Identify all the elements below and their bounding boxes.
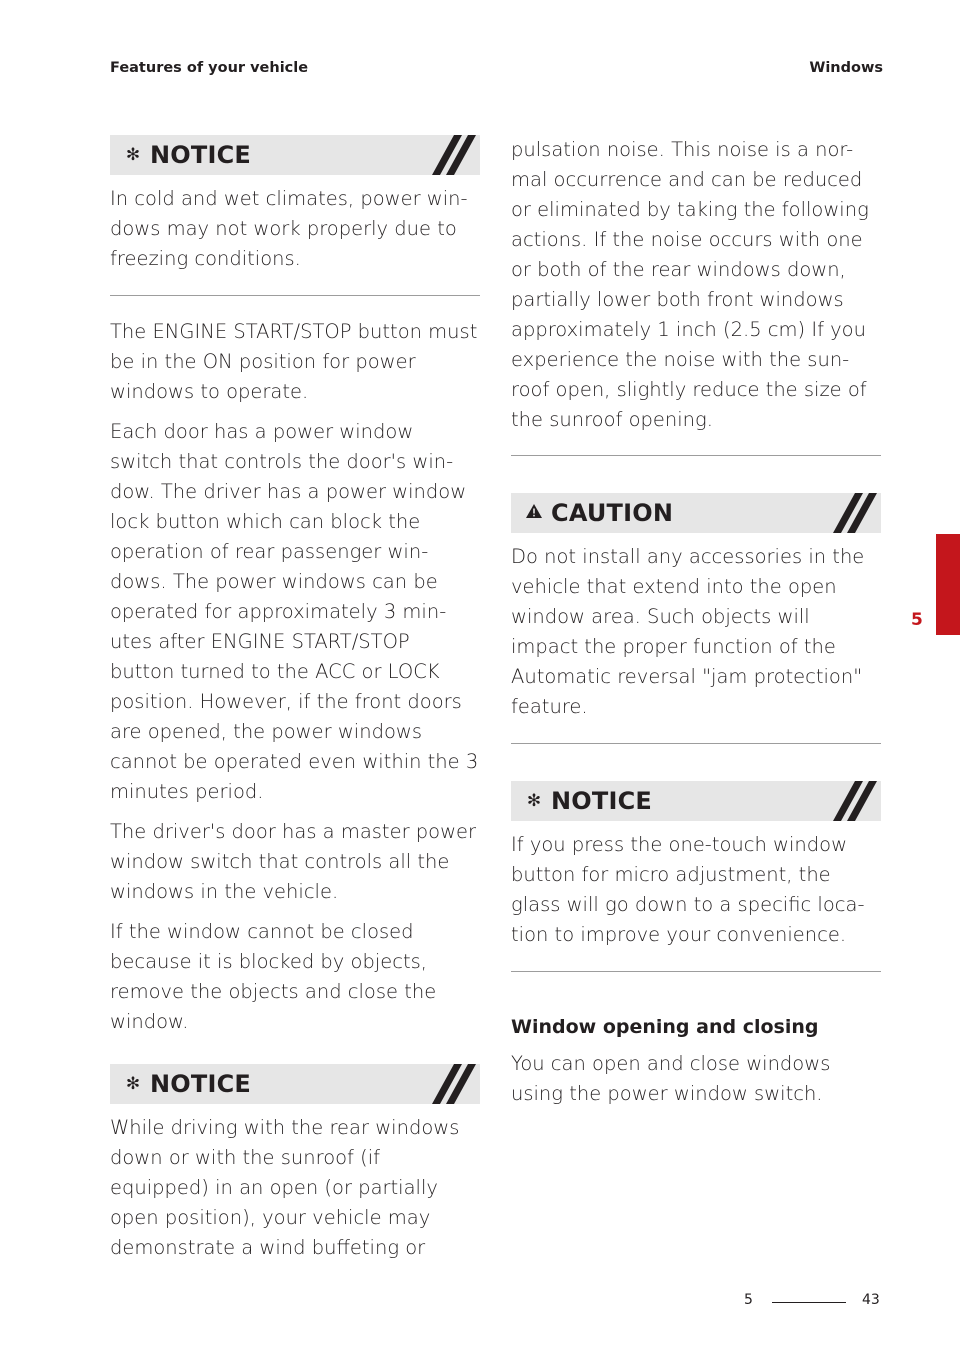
- paragraph: The ENGINE START/STOP button must be in …: [110, 320, 478, 403]
- caution-banner: CAUTION: [511, 493, 881, 533]
- divider: [511, 455, 881, 456]
- warning-triangle-icon: [523, 503, 545, 523]
- notice-banner: ✻ NOTICE: [110, 135, 480, 175]
- notice-title: NOTICE: [150, 1070, 251, 1098]
- right-column: pulsation noise. This noise is a nor-mal…: [511, 135, 881, 1109]
- divider: [110, 295, 480, 296]
- notice-banner: ✻ NOTICE: [511, 781, 881, 821]
- asterisk-icon: ✻: [125, 1074, 141, 1094]
- divider: [511, 971, 881, 972]
- paragraph-continuation: pulsation noise. This noise is a nor-mal…: [511, 138, 869, 431]
- notice-title: NOTICE: [150, 141, 251, 169]
- paragraph: The driver's door has a master power win…: [110, 820, 477, 903]
- divider: [511, 743, 881, 744]
- asterisk-icon: ✻: [125, 145, 141, 165]
- section-heading: Window opening and closing: [511, 1016, 819, 1038]
- notice-text: In cold and wet climates, power win-dows…: [110, 187, 468, 270]
- caution-text: Do not install any accessories in the ve…: [511, 545, 865, 718]
- notice-text: While driving with the rear windows down…: [110, 1116, 460, 1259]
- diagonal-stripes-icon: [833, 493, 877, 533]
- asterisk-icon: ✻: [526, 791, 542, 811]
- running-header-left: Features of your vehicle: [110, 60, 309, 76]
- chapter-tab: [936, 534, 960, 635]
- paragraph: Each door has a power window switch that…: [110, 420, 479, 803]
- caution-title: CAUTION: [551, 499, 674, 527]
- footer-rule: [772, 1302, 846, 1303]
- diagonal-stripes-icon: [432, 135, 476, 175]
- notice-title: NOTICE: [551, 787, 652, 815]
- footer-section-number: 5: [744, 1292, 753, 1308]
- running-header-right: Windows: [809, 60, 883, 76]
- diagonal-stripes-icon: [833, 781, 877, 821]
- notice-banner: ✻ NOTICE: [110, 1064, 480, 1104]
- section-text: You can open and close windows using the…: [511, 1052, 831, 1105]
- diagonal-stripes-icon: [432, 1064, 476, 1104]
- left-column: ✻ NOTICE In cold and wet climates, power…: [110, 135, 480, 1263]
- paragraph: If the window cannot be closed because i…: [110, 920, 437, 1033]
- notice-text: If you press the one-touch window button…: [511, 833, 865, 946]
- chapter-tab-number: 5: [911, 610, 923, 630]
- footer-page-number: 43: [862, 1292, 880, 1308]
